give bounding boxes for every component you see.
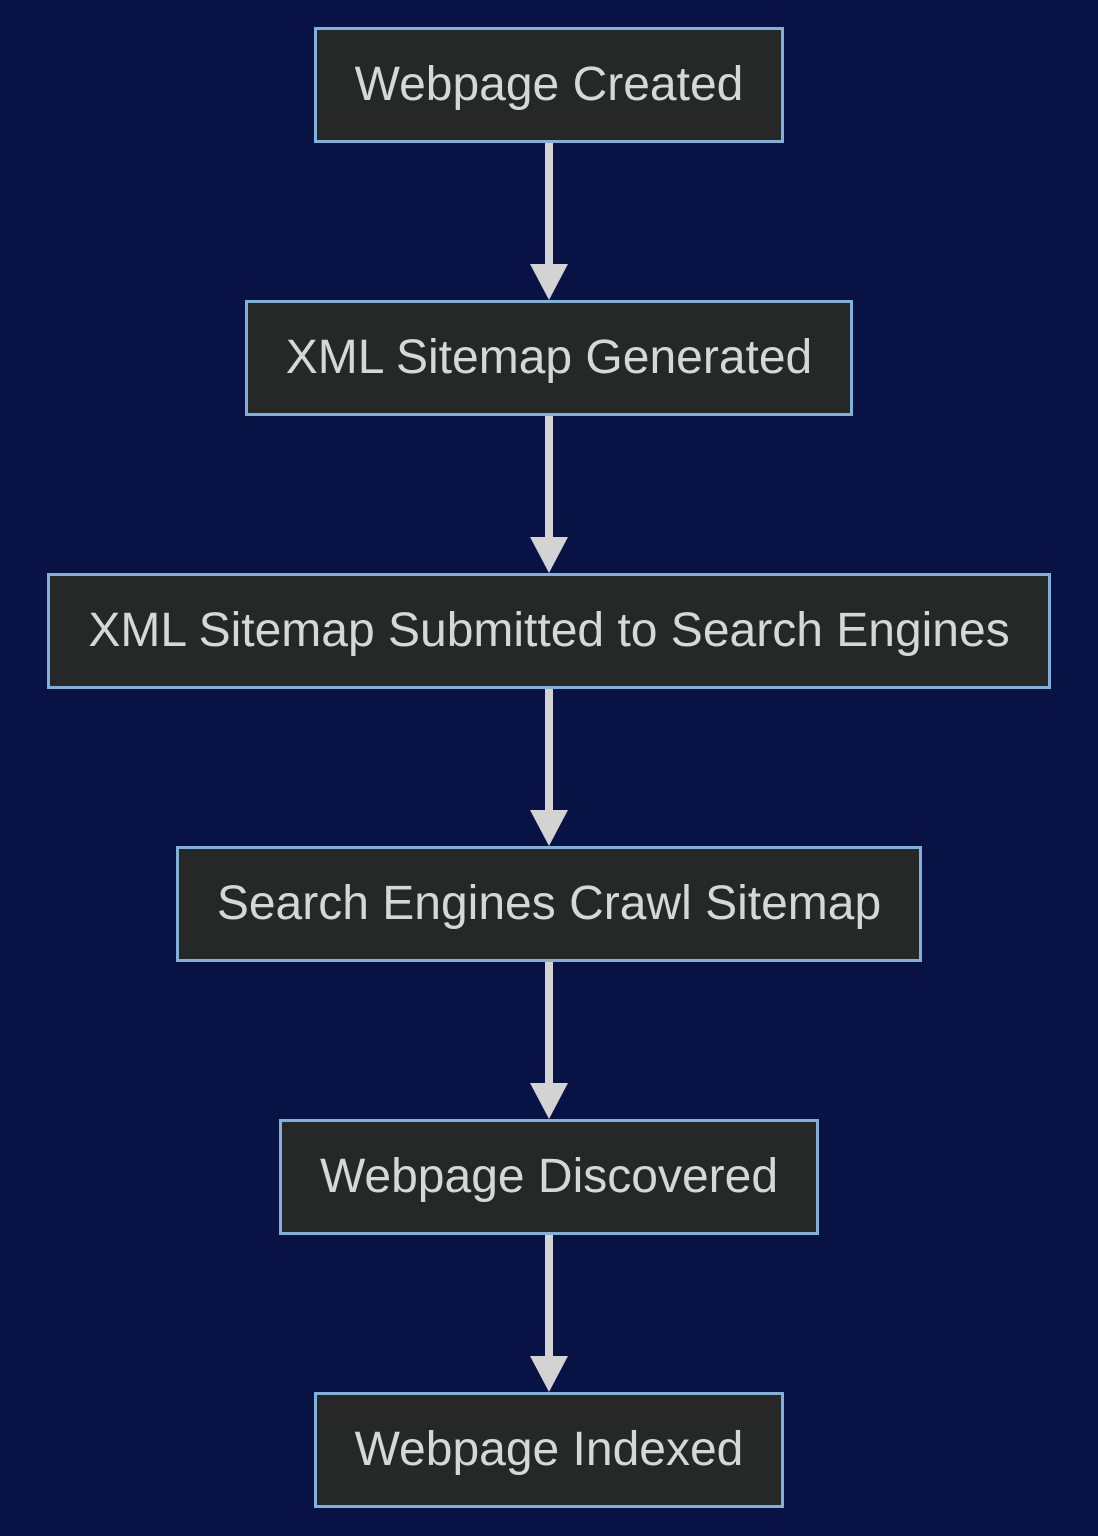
arrow-2	[530, 416, 568, 573]
arrow-line	[545, 689, 553, 810]
arrow-line	[545, 1235, 553, 1356]
arrow-4	[530, 962, 568, 1119]
arrow-1	[530, 143, 568, 300]
arrow-down-icon	[530, 537, 568, 573]
arrow-line	[545, 962, 553, 1083]
arrow-down-icon	[530, 1356, 568, 1392]
arrow-down-icon	[530, 264, 568, 300]
flow-node-webpage-indexed: Webpage Indexed	[313, 1392, 785, 1508]
arrow-line	[545, 143, 553, 264]
flow-node-xml-sitemap-submitted: XML Sitemap Submitted to Search Engines	[47, 573, 1051, 689]
node-label: Search Engines Crawl Sitemap	[216, 877, 882, 930]
flow-node-webpage-created: Webpage Created	[313, 27, 785, 143]
arrow-line	[545, 416, 553, 537]
node-label: XML Sitemap Submitted to Search Engines	[88, 604, 1010, 657]
flow-node-xml-sitemap-generated: XML Sitemap Generated	[244, 300, 854, 416]
node-label: Webpage Discovered	[319, 1150, 779, 1203]
arrow-5	[530, 1235, 568, 1392]
flow-node-search-engines-crawl: Search Engines Crawl Sitemap	[175, 846, 923, 962]
arrow-3	[530, 689, 568, 846]
flow-node-webpage-discovered: Webpage Discovered	[278, 1119, 820, 1235]
node-label: Webpage Indexed	[354, 1423, 744, 1476]
node-label: XML Sitemap Generated	[285, 331, 813, 384]
node-label: Webpage Created	[354, 58, 744, 111]
arrow-down-icon	[530, 1083, 568, 1119]
arrow-down-icon	[530, 810, 568, 846]
